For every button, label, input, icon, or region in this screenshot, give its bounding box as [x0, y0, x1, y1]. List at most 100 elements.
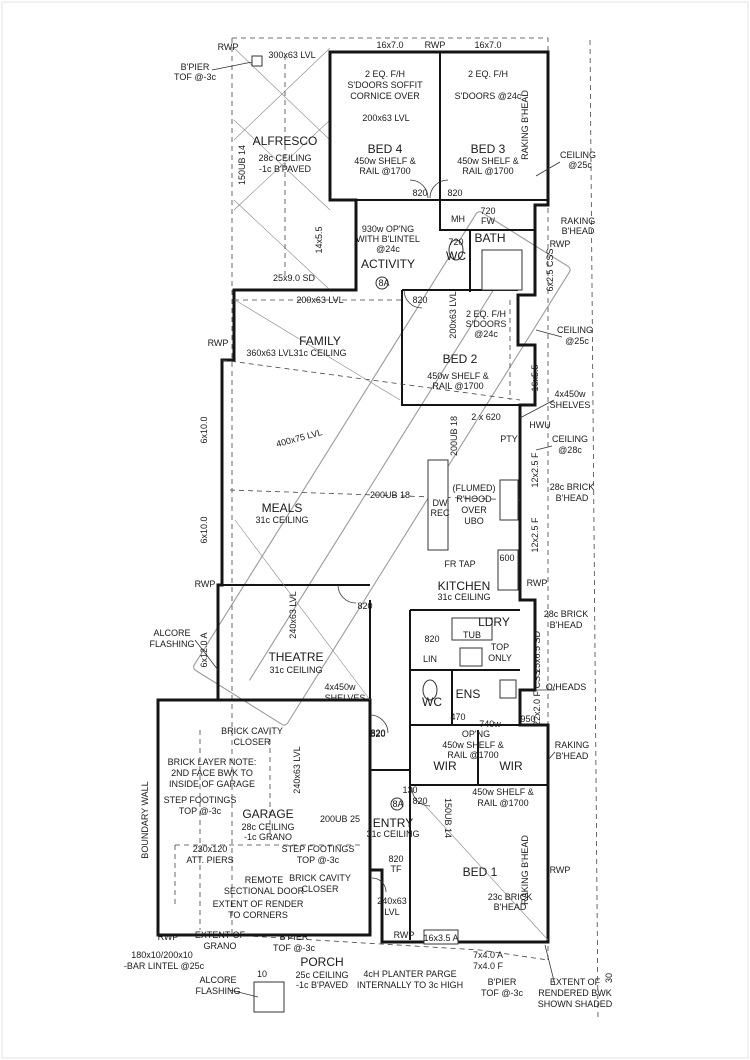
hot-water-unit: HWU	[529, 420, 551, 430]
lintel-6x25: 6x2.5 CSS	[545, 248, 555, 291]
raking-bhead-2a: RAKING	[561, 216, 596, 226]
room-alfresco: ALFRESCO	[253, 134, 318, 148]
alfresco-floor: -1c B'PAVED	[259, 164, 311, 174]
brick-note-title: BRICK LAYER NOTE:	[168, 757, 257, 767]
ceiling-28c-label: CEILING	[552, 434, 588, 444]
interior-hatch	[234, 299, 549, 941]
bed2-sdoors: S'DOORS	[466, 319, 507, 329]
door-820-c: 820	[412, 295, 427, 305]
room-bed4: BED 4	[368, 142, 403, 156]
bed1-bhead2: B'HEAD	[494, 902, 527, 912]
lintel-240x63: 240x63	[377, 896, 407, 906]
boundary-wall: BOUNDARY WALL	[140, 781, 150, 858]
theatre-ceiling: 31c CEILING	[269, 665, 322, 675]
rwp-8: RWP	[158, 932, 179, 942]
lintel-16x7-b: 16x7.0	[474, 40, 501, 50]
garage-cavity-2: BRICK CAVITY	[289, 873, 351, 883]
room-garage: GARAGE	[242, 807, 293, 821]
edge-dim-30: 30	[604, 973, 614, 983]
smoke-detector-1	[375, 276, 389, 290]
bed2-rail: RAIL @1700	[432, 381, 483, 391]
ub14-v: 150UB 14	[237, 145, 247, 185]
bpier-3: B'PIER	[488, 977, 517, 987]
lintel-16x7-a: 16x7.0	[376, 40, 403, 50]
garage-ceiling: 28c CEILING	[241, 822, 294, 832]
tof-2: TOF @-3c	[273, 943, 315, 953]
rhood: R'HOOD	[456, 494, 492, 504]
bed4-rail: RAIL @1700	[359, 166, 410, 176]
bed4-fh: 2 EQ. F/H	[365, 69, 405, 79]
door-720-a: 720	[480, 206, 495, 216]
dishwasher: DW	[433, 498, 448, 508]
manhole: MH	[451, 214, 465, 224]
vanity	[499, 679, 517, 699]
step-tof-1: TOP @-3c	[179, 806, 222, 816]
lintel-12x25-b: 12x2.5 F	[530, 517, 540, 553]
brick-pier	[251, 55, 263, 67]
ensuite-toilet	[422, 679, 438, 701]
bed3-sdoors: S'DOORS @24c	[455, 91, 522, 101]
wir-rail-1: RAIL @1700	[447, 750, 498, 760]
rhood-over: OVER	[461, 505, 487, 515]
rwp-7: RWP	[550, 865, 571, 875]
door-2x620: 2 x 620	[471, 412, 501, 422]
family-ceiling: 31c CEILING	[293, 348, 346, 358]
room-ldry: LDRY	[478, 615, 510, 629]
bar-lintel-size: 180x10/200x10	[131, 950, 193, 960]
lintel-16x5: 16x5.5	[530, 364, 540, 391]
wir-shelf-1: 450w SHELF &	[442, 740, 504, 750]
rwp-1: RWP	[218, 42, 239, 52]
step-footings-2: STEP FOOTINGS	[282, 844, 355, 854]
room-bed1: BED 1	[463, 865, 498, 879]
brick-note-line-2: 2ND FACE BWK TO	[171, 768, 253, 778]
rhood-flumed: (FLUMED)	[453, 483, 496, 493]
lintel-6x12: 6x12.0 A	[199, 632, 209, 667]
beam-200x63-b: 200x63 LVL	[296, 295, 343, 305]
top-only-b: ONLY	[488, 653, 512, 663]
porch-ceiling: 25c CEILING	[295, 970, 348, 980]
ceiling-25c-value: @25c	[568, 160, 592, 170]
internal-walls	[222, 52, 548, 940]
room-wir-1: WIR	[433, 759, 457, 773]
lintel-6x10-b: 6x10.0	[199, 516, 209, 543]
planter-box	[423, 929, 459, 945]
kitchen-ceiling: 31c CEILING	[437, 592, 490, 602]
lintel-7x4a: 7x4.0 A	[473, 950, 503, 960]
tf-label: TF	[391, 864, 402, 874]
lintel-22x2: 22x2.0 F CSS	[532, 670, 542, 726]
door-820-e: 820	[424, 634, 439, 644]
door-820-h: 820	[370, 728, 385, 738]
pty-shelves: SHELVES	[550, 400, 591, 410]
alcore-label: ALCORE	[153, 628, 190, 638]
bpier-2: B'PIER	[280, 932, 309, 942]
lintel-lvl: LVL	[384, 907, 399, 917]
beam-200x63: 200x63 LVL	[362, 113, 409, 123]
door-820-g: 820	[412, 796, 427, 806]
ub18-v: 200UB 18	[449, 416, 459, 456]
beams	[174, 55, 521, 930]
room-wir-2: WIR	[499, 759, 523, 773]
alcore-flashing: FLASHING	[149, 639, 194, 649]
garage-closer: CLOSER	[233, 737, 271, 747]
top-only-a: TOP	[491, 642, 509, 652]
room-kitchen: KITCHEN	[438, 579, 491, 593]
brick-bhead-b: B'HEAD	[550, 620, 583, 630]
alcore-2: ALCORE	[199, 975, 236, 985]
laundry-top	[459, 647, 483, 667]
bathtub	[481, 249, 523, 291]
lintel-7x4f: 7x4.0 F	[473, 961, 504, 971]
ceiling-28c-value: @28c	[558, 445, 582, 455]
fixtures	[251, 55, 523, 1013]
room-family: FAMILY	[299, 334, 341, 348]
rwp-5: RWP	[527, 578, 548, 588]
lintel-12x25-a: 12x2.5 F	[530, 452, 540, 488]
room-bed3: BED 3	[471, 142, 506, 156]
alfresco-hatch	[233, 47, 331, 291]
dishwasher-rec: REC	[430, 508, 450, 518]
room-wc-ens: WC	[422, 695, 442, 709]
overheads: O/HEADS	[546, 682, 587, 692]
rhood-ubo: UBO	[464, 516, 484, 526]
door-swings	[337, 179, 449, 893]
